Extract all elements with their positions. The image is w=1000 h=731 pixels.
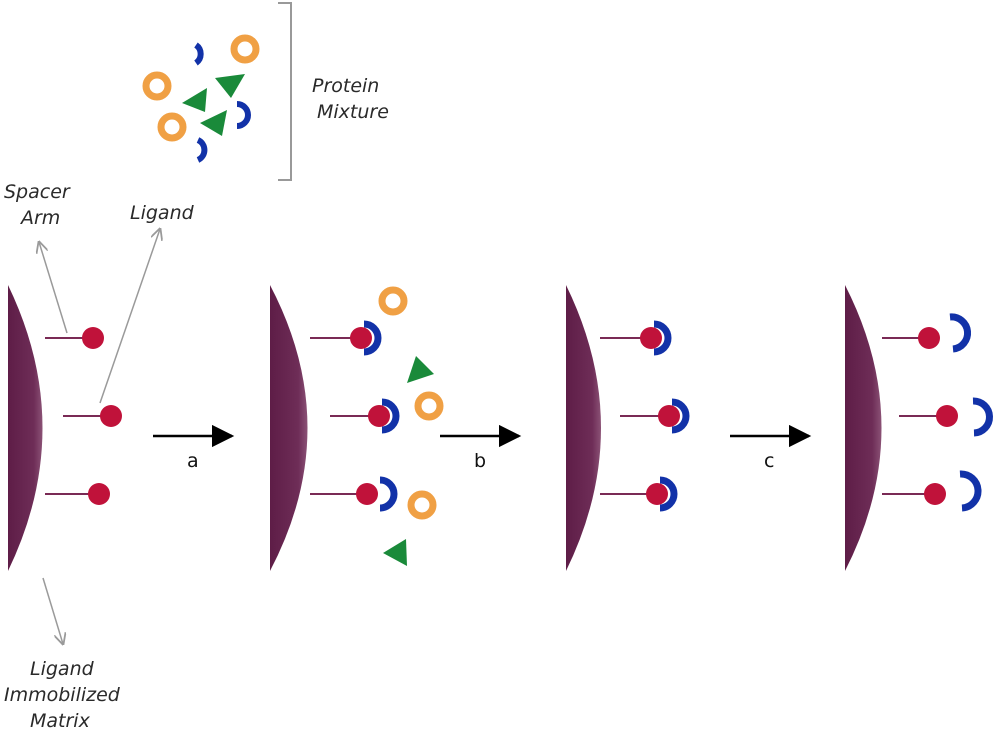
target-protein: [194, 42, 204, 66]
triangle-protein: [407, 356, 434, 383]
ring-protein: [142, 71, 172, 101]
ring-protein: [414, 391, 444, 421]
panel-3-wash: [566, 285, 690, 571]
ligand-ball: [646, 483, 668, 505]
ligand-ball: [88, 483, 110, 505]
ligand-ball: [936, 405, 958, 427]
panel-2-binding: [270, 285, 444, 571]
ring-protein: [157, 112, 187, 142]
matrix-bead: [8, 285, 43, 571]
target-protein: [972, 397, 993, 437]
ligand-ball: [924, 483, 946, 505]
triangle-protein: [215, 74, 245, 98]
spacer-arm-pointer: [39, 242, 68, 334]
matrix-bead: [566, 285, 601, 571]
target-protein: [653, 320, 672, 356]
ligand-ball: [918, 327, 940, 349]
step-c-label: c: [764, 450, 774, 472]
target-protein: [671, 398, 690, 434]
ligand-ball: [640, 327, 662, 349]
triangle-protein: [383, 539, 407, 566]
target-protein: [659, 476, 678, 512]
spacer-arm-label: Spacer Arm: [4, 181, 76, 229]
triangle-protein: [200, 110, 227, 136]
ring-protein: [407, 490, 437, 520]
ligand-pointer: [99, 229, 160, 404]
target-protein: [196, 137, 208, 163]
ring-protein: [230, 34, 260, 64]
target-protein: [379, 476, 398, 512]
ligand-ball: [658, 405, 680, 427]
target-protein: [381, 398, 400, 434]
target-protein: [959, 470, 982, 512]
matrix-pointer: [42, 577, 63, 644]
target-protein: [949, 313, 971, 353]
panel-4-elution: [845, 285, 993, 571]
matrix-bead: [845, 285, 882, 571]
protein-mixture-cluster: [142, 34, 260, 163]
matrix-label: Ligand Immobilized Matrix: [4, 658, 126, 731]
matrix-bead: [270, 285, 308, 571]
ligand-ball: [82, 327, 104, 349]
mixture-bracket: [278, 2, 292, 181]
protein-mixture-label: Protein Mixture: [312, 75, 389, 123]
ligand-ball: [350, 327, 372, 349]
step-b-label: b: [474, 450, 486, 472]
ligand-label: Ligand: [130, 202, 195, 224]
ligand-ball: [356, 483, 378, 505]
triangle-protein: [182, 88, 207, 112]
target-protein: [363, 320, 382, 356]
ligand-ball: [100, 405, 122, 427]
target-protein: [236, 101, 251, 129]
ring-protein: [378, 286, 408, 316]
ligand-ball: [368, 405, 390, 427]
step-a-label: a: [187, 450, 199, 472]
panel-1-matrix: [8, 285, 122, 571]
